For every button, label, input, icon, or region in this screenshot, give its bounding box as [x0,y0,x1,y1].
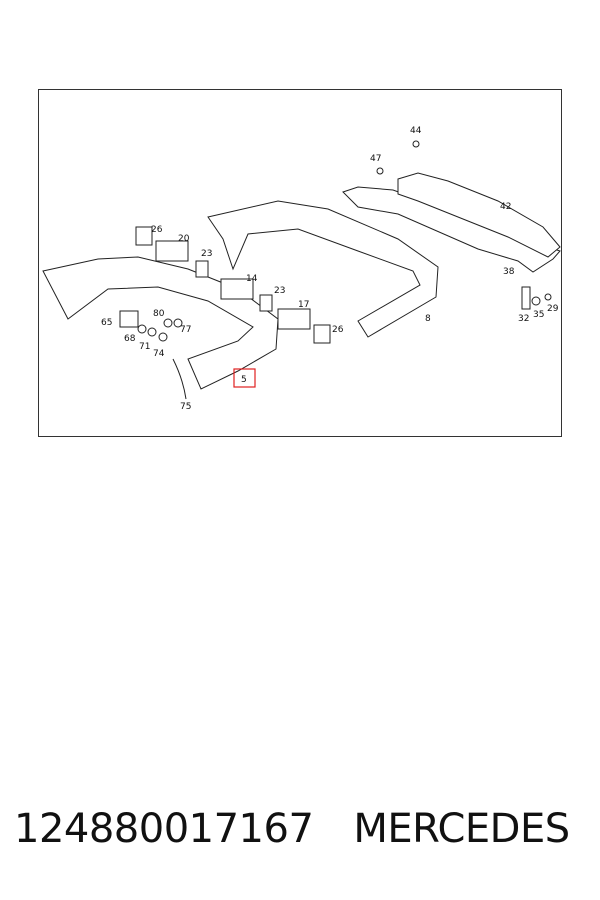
label-17: 17 [298,300,309,310]
nut-35-part [531,296,541,306]
label-14: 14 [246,274,258,284]
bracket-65-part [119,310,139,328]
bracket-26b-part [313,324,331,344]
nut-44-part [412,140,420,148]
diagram-frame [38,89,562,437]
trim-strip-75-part [172,358,187,400]
label-35: 35 [533,310,544,320]
bumper-front-part [42,256,279,390]
label-26-b: 26 [332,325,344,335]
manufacturer: MERCEDES [353,806,570,852]
bumper-middle-part [207,200,439,338]
label-5: 5 [241,375,247,385]
label-77: 77 [180,325,191,335]
washer-80-part [163,318,173,328]
bumper-trim-strip-part [342,186,561,273]
washer-77-part [173,318,183,328]
label-23-a: 23 [201,249,212,259]
label-68: 68 [124,334,136,344]
block-17-part [277,308,311,330]
part-number: 124880017167 [14,806,314,852]
washer-68-part [137,324,147,334]
label-75: 75 [180,402,191,412]
screw-47-part [376,167,384,175]
bumper-cover-right-part [397,172,561,258]
label-38: 38 [503,267,515,277]
label-47: 47 [370,154,381,164]
washer-74-part [158,332,168,342]
clip-23a-part [195,260,209,278]
label-29: 29 [547,304,559,314]
label-80: 80 [153,309,165,319]
bracket-26a-part [135,226,153,246]
clip-23b-part [259,294,273,312]
label-23-b: 23 [274,286,285,296]
label-44: 44 [410,126,422,136]
label-32: 32 [518,314,529,324]
caption: 124880017167 MERCEDES [14,806,594,852]
plate-32-part [521,286,531,310]
label-71: 71 [139,342,150,352]
block-14-part [220,278,254,300]
bumper-exploded-diagram: 44 47 42 38 32 35 29 8 26 20 23 14 23 17… [42,126,561,412]
label-74: 74 [153,349,165,359]
bolt-29-part [544,293,552,301]
block-20-part [155,240,189,262]
label-65: 65 [101,318,112,328]
label-8: 8 [425,314,431,324]
label-20: 20 [178,234,190,244]
label-42: 42 [500,202,511,212]
label-26: 26 [151,225,163,235]
highlight-box [233,368,256,388]
washer-71-part [147,327,157,337]
